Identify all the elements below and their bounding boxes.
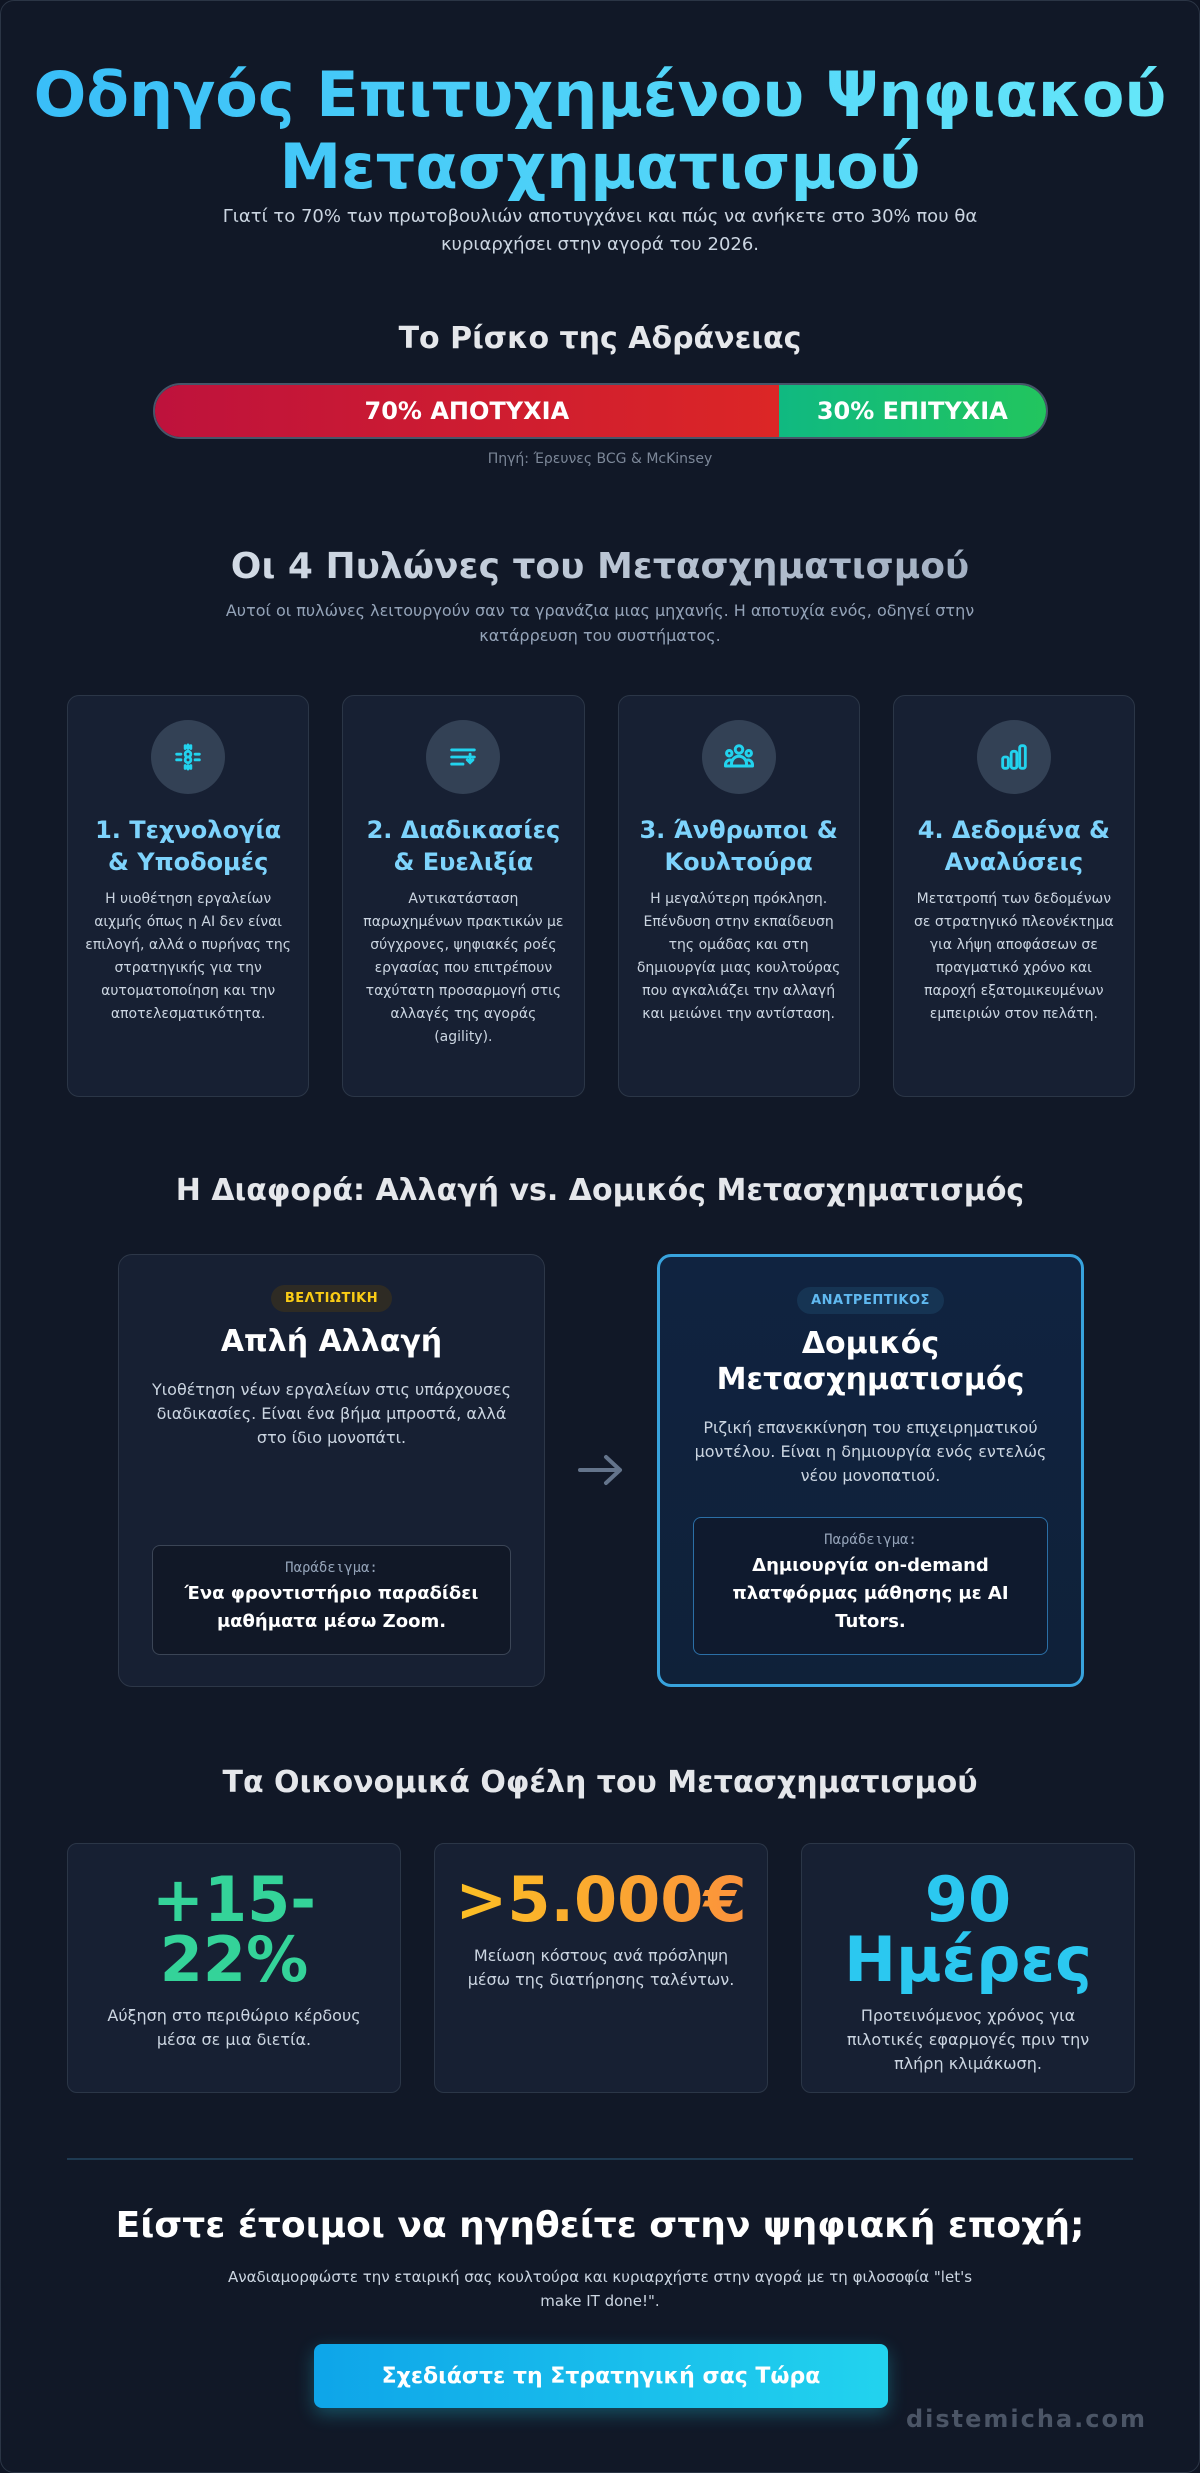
bar-chart-icon [976,720,1051,794]
difference-section-title: Η Διαφορά: Αλλαγή vs. Δομικός Μετασχηματ… [175,1173,1025,1208]
example-box: Παράδειγμα: Δημιουργία on-demand πλατφόρ… [693,1517,1048,1655]
pillar-card-processes: 2. Διαδικασίες & Ευελιξία Αντικατάσταση … [342,695,585,1097]
process-flow-icon [426,720,501,794]
risk-source: Πηγή: Έρευνες BCG & McKinsey [487,451,713,467]
benefit-description: Προτεινόμενος χρόνος για πιλοτικές εφαρμ… [846,2006,1090,2073]
pillar-card-technology: 1. Τεχνολογία & Υποδομές Η υιοθέτηση εργ… [67,695,310,1097]
pillar-card-data: 4. Δεδομένα & Αναλύσεις Μετατροπή των δε… [892,695,1135,1097]
pillars-section-title: Οι 4 Πυλώνες του Μετασχηματισμού [1,546,1199,587]
example-label: Παράδειγμα: [285,1560,378,1576]
pillar-description: Η μεγαλύτερη πρόκληση. Επένδυση στην εκπ… [636,891,841,1022]
plan-strategy-button[interactable]: Σχεδιάστε τη Στρατηγική σας Τώρα [314,2344,888,2408]
success-segment: 30% ΕΠΙΤΥΧΙΑ [778,385,1046,437]
benefits-section-title: Τα Οικονομικά Οφέλη του Μετασχηματισμού [222,1765,978,1800]
card-description: Υιοθέτηση νέων εργαλείων στις υπάρχουσες… [151,1380,512,1447]
chip-icon [151,720,226,794]
benefit-value: 90 Ημέρες [844,1863,1092,1996]
card-description: Ριζική επανεκκίνηση του επιχειρηματικού … [694,1418,1047,1485]
incremental-badge: ΒΕΛΤΙΩΤΙΚΗ [270,1285,393,1312]
card-heading: Δομικός Μετασχηματισμός [716,1326,1025,1397]
example-box: Παράδειγμα: Ένα φροντιστήριο παραδίδει μ… [152,1545,511,1655]
people-group-icon [701,720,776,794]
benefit-description: Μείωση κόστους ανά πρόσληψη μέσω της δια… [467,1946,735,1989]
pillar-description: Αντικατάσταση παρωχημένων πρακτικών με σ… [363,891,564,1045]
pillar-card-people: 3. Άνθρωποι & Κουλτούρα Η μεγαλύτερη πρό… [617,695,860,1097]
benefit-value: >5.000€ [455,1863,747,1936]
example-text: Ένα φροντιστήριο παραδίδει μαθήματα μέσω… [184,1583,479,1632]
cta-title: Είστε έτοιμοι να ηγηθείτε στην ψηφιακή ε… [115,2205,1085,2246]
benefit-value: +15-22% [152,1863,316,1996]
pillar-title: 2. Διαδικασίες & Ευελιξία [366,816,561,876]
pillars-grid: 1. Τεχνολογία & Υποδομές Η υιοθέτηση εργ… [67,695,1135,1097]
risk-section-title: Το Ρίσκο της Αδράνειας [398,321,802,356]
disruptive-badge: ΑΝΑΤΡΕΠΤΙΚΟΣ [797,1287,944,1314]
pillar-title: 1. Τεχνολογία & Υποδομές [95,816,282,876]
example-label: Παράδειγμα: [824,1532,917,1548]
example-text: Δημιουργία on-demand πλατφόρμας μάθησης … [732,1555,1009,1632]
pillar-description: Μετατροπή των δεδομένων σε στρατηγικό πλ… [913,891,1114,1022]
section-divider [67,2158,1133,2160]
benefit-description: Αύξηση στο περιθώριο κέρδους μέσα σε μια… [107,2006,361,2049]
benefit-card-pilot: 90 Ημέρες Προτεινόμενος χρόνος για πιλοτ… [801,1843,1135,2093]
page-title: Οδηγός Επιτυχημένου Ψηφιακού Μετασχηματι… [1,59,1199,203]
benefits-grid: +15-22% Αύξηση στο περιθώριο κέρδους μέσ… [67,1843,1135,2093]
pillar-title: 4. Δεδομένα & Αναλύσεις [917,816,1110,876]
failure-segment: 70% ΑΠΟΤΥΧΙΑ [155,385,779,437]
risk-progress-bar: 70% ΑΠΟΤΥΧΙΑ 30% ΕΠΙΤΥΧΙΑ [153,383,1048,439]
cta-subtitle: Αναδιαμορφώστε την εταιρική σας κουλτούρ… [227,2268,973,2310]
benefit-card-cost: >5.000€ Μείωση κόστους ανά πρόσληψη μέσω… [434,1843,768,2093]
card-heading: Απλή Αλλαγή [220,1324,443,1359]
benefit-card-profit: +15-22% Αύξηση στο περιθώριο κέρδους μέσ… [67,1843,401,2093]
structural-transformation-card: ΑΝΑΤΡΕΠΤΙΚΟΣ Δομικός Μετασχηματισμός Ριζ… [657,1254,1084,1687]
pillar-description: Η υιοθέτηση εργαλείων αιχμής όπως η AI δ… [85,891,291,1022]
arrow-right-icon [576,1450,626,1494]
pillars-subtitle: Αυτοί οι πυλώνες λειτουργούν σαν τα γραν… [225,601,975,645]
simple-change-card: ΒΕΛΤΙΩΤΙΚΗ Απλή Αλλαγή Υιοθέτηση νέων ερ… [118,1254,545,1687]
page-subtitle: Γιατί το 70% των πρωτοβουλιών αποτυγχάνε… [222,206,978,255]
site-watermark: distemicha.com [905,2405,1147,2433]
pillar-title: 3. Άνθρωποι & Κουλτούρα [639,816,838,876]
